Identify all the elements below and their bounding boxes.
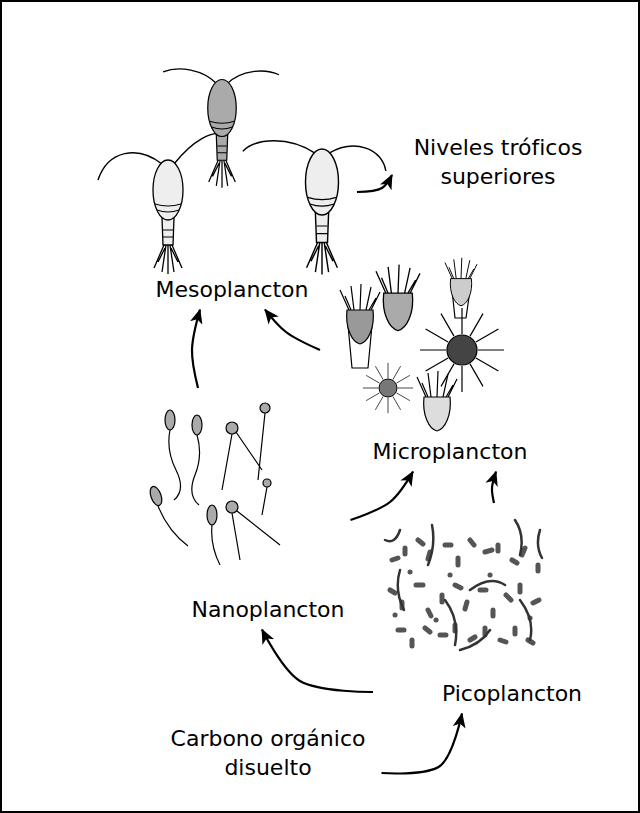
plankton-node: Niveles tróficos superiores [394, 131, 602, 194]
node-label: Niveles tróficos superiores [398, 134, 598, 191]
node-label: Mesoplancton [155, 276, 308, 305]
plankton-node: Nanoplancton [180, 390, 348, 628]
plankton-node: Carbono orgánico disuelto [157, 722, 380, 785]
plankton-node: Microplancton [322, 250, 540, 470]
copepods [98, 69, 386, 274]
flow-arrow [357, 175, 392, 192]
ciliates [340, 258, 504, 431]
plankton-node: Mesoplancton [95, 40, 355, 308]
flagellates [148, 403, 280, 565]
node-label: Carbono orgánico disuelto [161, 725, 376, 782]
flow-arrow [350, 472, 413, 520]
node-label: Nanoplancton [192, 596, 345, 625]
flow-arrow [262, 630, 373, 692]
flow-arrow [192, 310, 200, 388]
flow-arrow [382, 714, 463, 774]
flow-arrow [265, 310, 320, 350]
bacteria [385, 520, 542, 650]
node-label: Picoplancton [442, 680, 582, 709]
node-label: Microplancton [373, 438, 528, 467]
plankton-node: Picoplancton [375, 505, 586, 712]
flow-arrow [492, 472, 496, 503]
